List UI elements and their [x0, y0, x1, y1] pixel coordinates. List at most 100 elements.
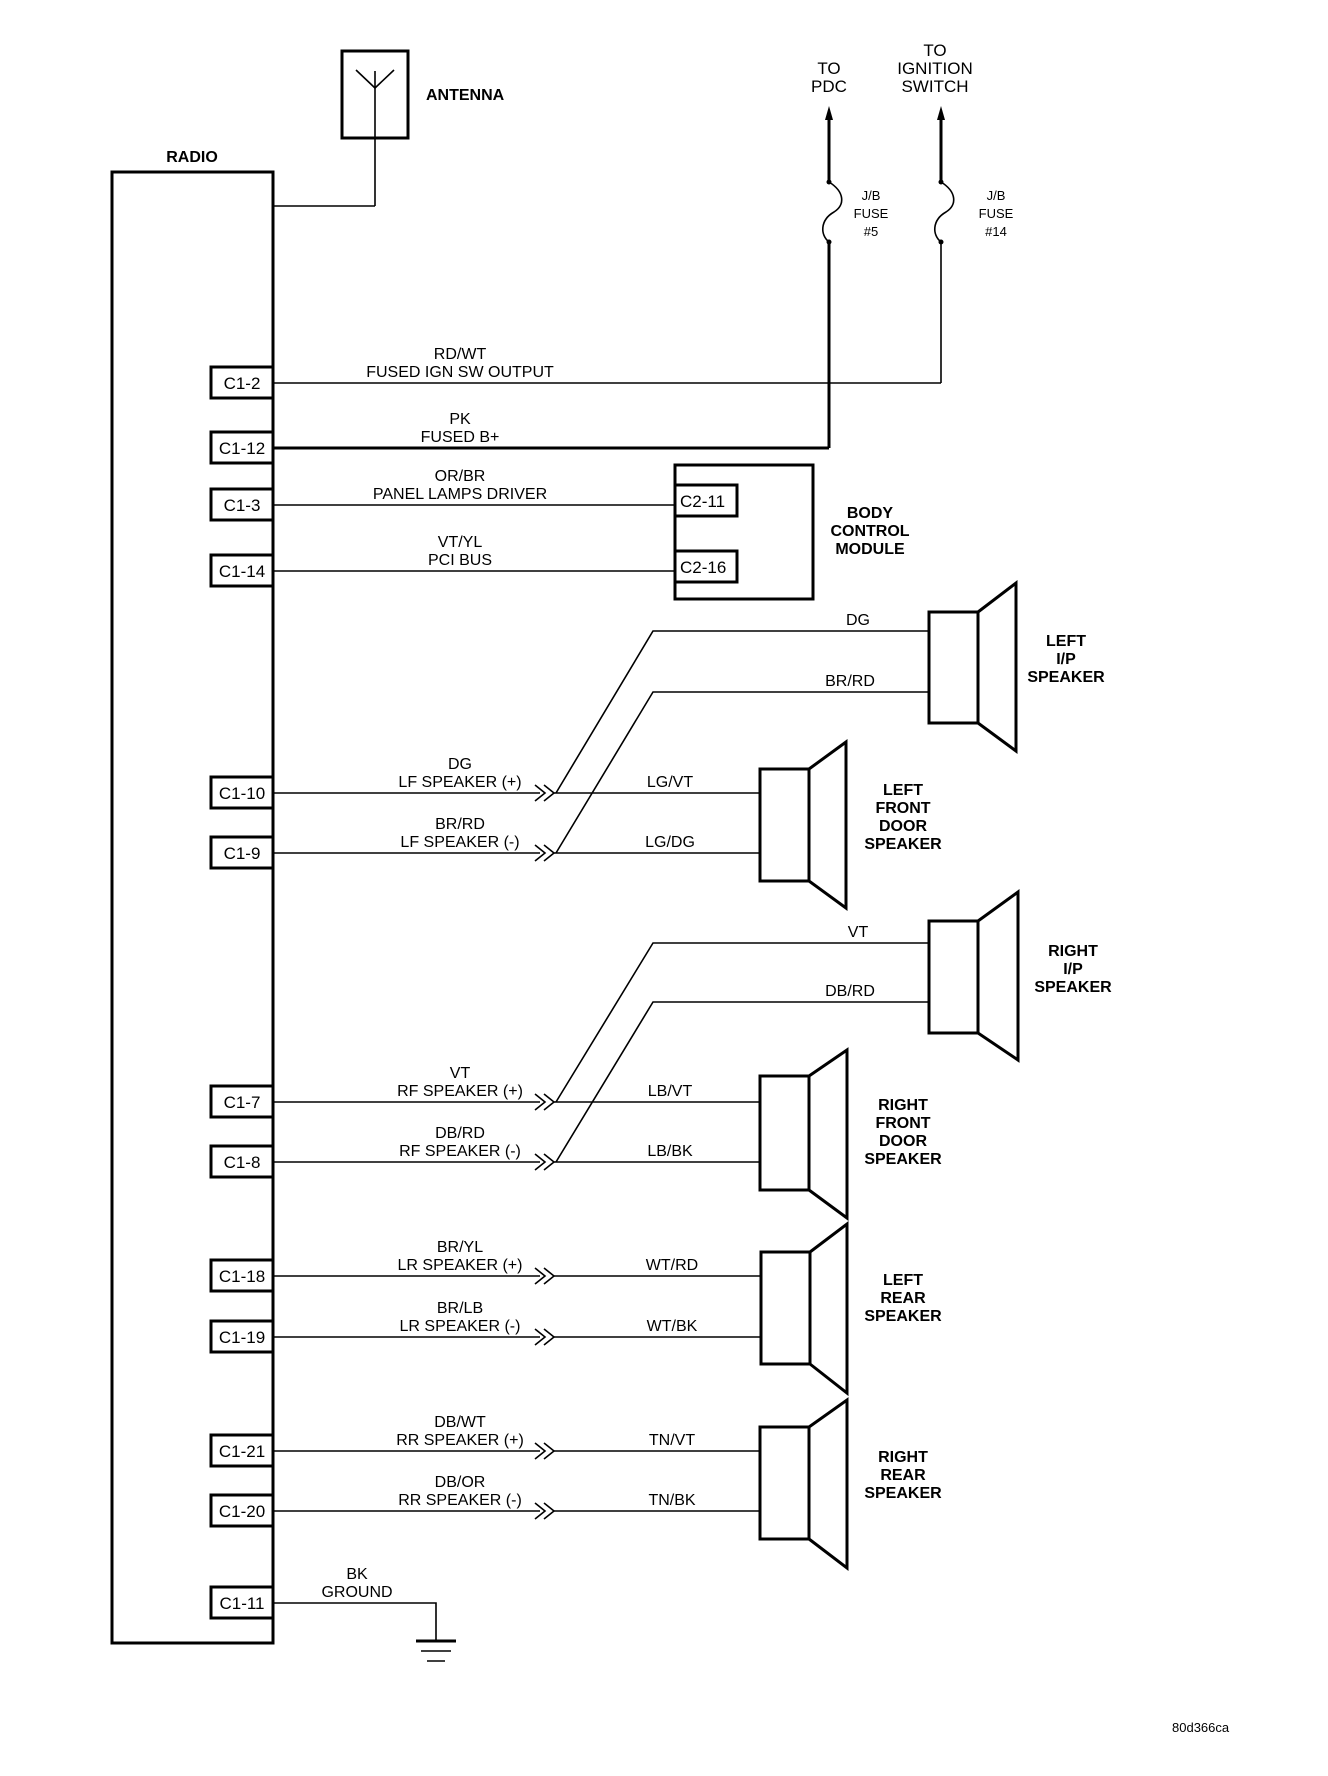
speaker-wire-color: LB/VT — [648, 1083, 693, 1100]
connector-chevron — [534, 784, 547, 802]
speaker-wire-color: DB/RD — [825, 983, 875, 1000]
circuit-function-label: PCI BUS — [428, 552, 492, 569]
speaker-icon — [758, 1074, 811, 1192]
speaker-wire-color: LB/BK — [647, 1143, 693, 1160]
speaker-label-line: I/P — [1063, 961, 1083, 978]
wire-color-label: VT/YL — [438, 534, 483, 551]
speaker-label-line: I/P — [1056, 651, 1076, 668]
radio-pin-label: C1-8 — [224, 1153, 261, 1172]
antenna-label: ANTENNA — [426, 87, 505, 104]
radio-pin-label: C1-2 — [224, 374, 261, 393]
ign-label-line3: SWITCH — [901, 77, 968, 96]
radio-pin-label: C1-9 — [224, 844, 261, 863]
antenna-icon — [355, 69, 395, 206]
radio-module-box — [110, 170, 275, 1645]
circuit-function-label: LR SPEAKER (-) — [400, 1318, 521, 1335]
circuit-function-label: GROUND — [321, 1584, 392, 1601]
speaker-label-line: DOOR — [879, 1133, 927, 1150]
radio-pin-label: C1-18 — [219, 1267, 265, 1286]
ign-label-line2: IGNITION — [897, 59, 973, 78]
ignition-feed — [273, 106, 955, 384]
bcm-label-line2: CONTROL — [830, 523, 909, 540]
bcm-pin-box — [673, 549, 739, 584]
wire-color-label: DG — [448, 756, 472, 773]
radio-pin-box — [209, 1258, 275, 1293]
radio-pin-label: C1-10 — [219, 784, 265, 803]
speaker-wire-color: TN/BK — [648, 1492, 695, 1509]
connector-chevron — [534, 1153, 547, 1171]
speaker-icon — [758, 1425, 811, 1541]
connector-chevron — [534, 1328, 547, 1346]
speaker-label-line: LEFT — [883, 782, 923, 799]
radio-pin-label: C1-14 — [219, 562, 265, 581]
arrow-up-icon — [937, 106, 945, 120]
wire-color-label: VT — [450, 1065, 471, 1082]
speaker-cone — [808, 1047, 849, 1221]
wire-color-label: OR/BR — [435, 468, 486, 485]
speaker-cone — [808, 1397, 849, 1572]
wire-color-label: BR/RD — [435, 816, 485, 833]
speaker-label-line: FRONT — [875, 1115, 930, 1132]
speaker-label-line: RIGHT — [1048, 943, 1098, 960]
radio-pin-box — [209, 553, 275, 588]
speaker-cone — [808, 739, 848, 911]
connector-chevron — [534, 1442, 547, 1460]
ip-speaker-wire — [555, 630, 929, 794]
wire-color-label: BK — [346, 1566, 368, 1583]
speaker-label-line: SPEAKER — [864, 836, 942, 853]
bcm-pin-box — [673, 483, 739, 518]
speaker-icon — [927, 919, 980, 1035]
circuit-function-label: LF SPEAKER (-) — [400, 834, 519, 851]
radio-pin-box — [209, 365, 275, 400]
speaker-group: DG BR/RD LG/VT LG/DG VT DB/RD LB/VT LB/BK WT/RD W… — [273, 579, 1112, 1572]
speaker-wire-color: LG/DG — [645, 834, 695, 851]
radio-pin-box — [209, 1493, 275, 1528]
connector-chevron — [534, 1502, 547, 1520]
speaker-label-line: SPEAKER — [864, 1308, 942, 1325]
ip-speaker-wire — [555, 1001, 929, 1163]
speaker-icon — [759, 1250, 812, 1366]
speaker-label-line: SPEAKER — [1027, 669, 1105, 686]
wire-color-label: DB/OR — [435, 1474, 486, 1491]
wire-color-label: BR/YL — [437, 1239, 483, 1256]
fuse14-label-line2: FUSE — [979, 206, 1014, 221]
bcm-label-line3: MODULE — [835, 541, 905, 558]
arrow-up-icon — [825, 106, 833, 120]
speaker-wire-color: BR/RD — [825, 673, 875, 690]
speaker-cone — [977, 579, 1018, 754]
speaker-label-line: LEFT — [883, 1272, 923, 1289]
fuse-icon — [822, 181, 843, 243]
speaker-cone — [809, 1220, 849, 1397]
radio-pin-box — [209, 1585, 275, 1620]
speaker-wire-color: LG/VT — [647, 774, 693, 791]
ip-speaker-wire — [555, 691, 929, 854]
radio-pin-label: C1-3 — [224, 496, 261, 515]
fuse5-label-line2: FUSE — [854, 206, 889, 221]
circuit-function-label: RR SPEAKER (-) — [398, 1492, 522, 1509]
speaker-label-line: RIGHT — [878, 1097, 928, 1114]
fuse5-label-line3: #5 — [864, 224, 878, 239]
speaker-label-line: DOOR — [879, 818, 927, 835]
fuse5-label-line1: J/B — [862, 188, 881, 203]
speaker-wire-color: WT/RD — [646, 1257, 698, 1274]
fuse-icon — [934, 181, 955, 243]
speaker-wire-color: DG — [846, 612, 870, 629]
speaker-label-line: SPEAKER — [1034, 979, 1112, 996]
pdc-feed — [273, 106, 843, 450]
radio-pin-label: C1-12 — [219, 439, 265, 458]
speaker-wire-color: WT/BK — [647, 1318, 698, 1335]
ign-label-line1: TO — [923, 41, 946, 60]
radio-pin-box — [209, 487, 275, 522]
circuit-function-label: FUSED IGN SW OUTPUT — [366, 364, 554, 381]
speaker-wire-color: TN/VT — [649, 1432, 695, 1449]
wire-color-label: DB/RD — [435, 1125, 485, 1142]
speaker-wire-color: VT — [848, 924, 869, 941]
wire-color-label: RD/WT — [434, 346, 487, 363]
speaker-label-line: REAR — [880, 1290, 926, 1307]
speaker-label-line: SPEAKER — [864, 1485, 942, 1502]
